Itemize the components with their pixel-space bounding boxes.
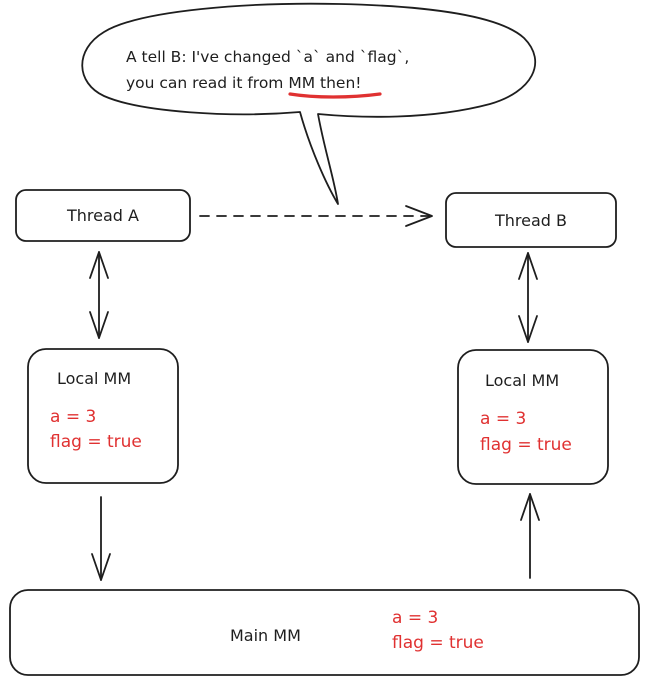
- main-mm-var-a: a = 3: [392, 608, 438, 628]
- local-mm-a-title: Local MM: [57, 369, 131, 388]
- thread-a-label: Thread A: [66, 206, 139, 225]
- local-mm-b-node: Local MM a = 3 flag = true: [457, 349, 609, 485]
- arrow-thread-b-head-top: [518, 252, 538, 280]
- speech-bubble-line-2-start: you can read it: [126, 74, 247, 92]
- main-mm-title: Main MM: [230, 626, 301, 645]
- main-mm-var-flag: flag = true: [392, 633, 484, 653]
- thread-a-box: [15, 189, 191, 242]
- thread-a-node: Thread A: [15, 189, 191, 242]
- speech-bubble-text: A tell B: I've changed `a` and `flag`, y…: [126, 48, 414, 92]
- local-mm-a-box: [27, 348, 179, 484]
- dashed-arrow-head: [405, 205, 433, 227]
- speech-bubble-line-2-end: then!: [315, 74, 361, 92]
- arrow-main-mm-to-local-mm-b: [520, 493, 540, 579]
- local-mm-b-var-flag: flag = true: [480, 435, 572, 455]
- arrow-thread-a-local-mm: [89, 251, 109, 339]
- thread-b-box: [445, 192, 617, 248]
- local-mm-b-var-a: a = 3: [480, 409, 526, 429]
- speech-bubble-line-1: A tell B: I've changed `a` and `flag`,: [126, 48, 409, 66]
- dashed-arrow-a-to-b: [199, 205, 433, 227]
- local-mm-b-box: [457, 349, 609, 485]
- main-mm-node: Main MM a = 3 flag = true: [9, 589, 640, 676]
- highlight-underline: [288, 92, 382, 99]
- local-mm-a-var-a: a = 3: [50, 407, 96, 427]
- local-mm-b-title: Local MM: [485, 371, 559, 390]
- speech-bubble: A tell B: I've changed `a` and `flag`, y…: [81, 2, 536, 205]
- arrow-local-a-down-head: [91, 553, 111, 581]
- arrow-local-b-up-head: [520, 493, 540, 521]
- main-mm-box: [9, 589, 640, 676]
- local-mm-a-var-flag: flag = true: [50, 432, 142, 452]
- local-mm-a-node: Local MM a = 3 flag = true: [27, 348, 179, 484]
- arrow-thread-a-head-bottom: [89, 311, 109, 339]
- speech-bubble-outline: [81, 2, 536, 205]
- thread-b-node: Thread B: [445, 192, 617, 248]
- arrow-thread-b-local-mm: [518, 252, 538, 343]
- speech-bubble-highlight-text: from MM: [247, 74, 315, 92]
- arrow-thread-b-head-bottom: [518, 315, 538, 343]
- thread-b-label: Thread B: [494, 211, 567, 230]
- speech-bubble-line-2: you can read it from MM then!: [126, 74, 361, 92]
- arrow-local-mm-a-to-main-mm: [91, 496, 111, 581]
- arrow-thread-a-head-top: [89, 251, 109, 279]
